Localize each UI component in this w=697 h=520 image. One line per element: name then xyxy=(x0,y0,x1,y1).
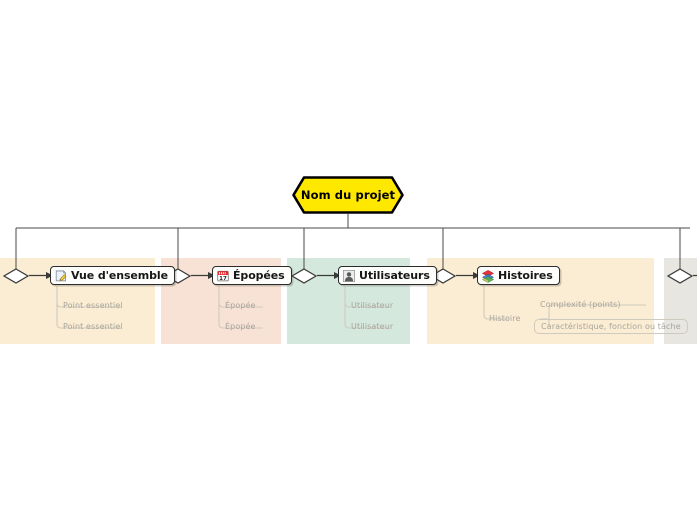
leaf-epopee-1[interactable]: Épopée xyxy=(225,301,256,310)
node-label: Histoires xyxy=(498,269,553,282)
node-label: Épopées xyxy=(233,269,285,282)
node-label: Utilisateurs xyxy=(359,269,430,282)
svg-text:17: 17 xyxy=(219,275,227,281)
diamond-connector-utilisateurs[interactable] xyxy=(290,268,318,284)
node-histoires[interactable]: Histoires xyxy=(477,266,560,285)
leaf-complexite-points[interactable]: Complexité (points) xyxy=(540,300,621,309)
node-utilisateurs[interactable]: Utilisateurs xyxy=(338,266,437,285)
calendar-icon: 17 xyxy=(216,269,230,283)
memo-note-icon xyxy=(54,269,68,283)
root-node-label: Nom du projet xyxy=(300,188,396,202)
node-epopees[interactable]: 17 Épopées xyxy=(212,266,292,285)
leaf-caracteristique-fonction-ou-tache[interactable]: Caractéristique, fonction ou tâche xyxy=(534,319,688,334)
node-vue-d-ensemble[interactable]: Vue d'ensemble xyxy=(50,266,175,285)
leaf-point-essentiel-2[interactable]: Point essentiel xyxy=(63,322,123,331)
diamond-connector-vue-d-ensemble[interactable] xyxy=(2,268,30,284)
root-node-nom-du-projet[interactable]: Nom du projet xyxy=(292,176,404,214)
diamond-connector-offscreen[interactable] xyxy=(666,268,694,284)
user-bust-icon xyxy=(342,269,356,283)
books-stack-icon xyxy=(481,269,495,283)
node-label: Vue d'ensemble xyxy=(71,269,168,282)
leaf-epopee-2[interactable]: Épopée xyxy=(225,322,256,331)
leaf-histoire[interactable]: Histoire xyxy=(489,314,521,323)
leaf-point-essentiel-1[interactable]: Point essentiel xyxy=(63,301,123,310)
leaf-utilisateur-1[interactable]: Utilisateur xyxy=(351,301,394,310)
leaf-utilisateur-2[interactable]: Utilisateur xyxy=(351,322,394,331)
